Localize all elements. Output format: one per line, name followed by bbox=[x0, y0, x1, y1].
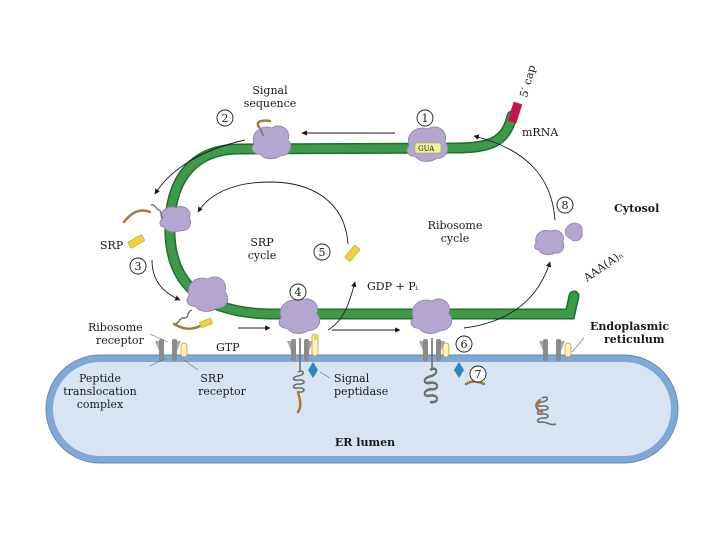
label-gtp: GTP bbox=[216, 341, 240, 354]
srp-receptor-right bbox=[442, 342, 450, 358]
label-mrna: mRNA bbox=[522, 126, 559, 139]
svg-text:3: 3 bbox=[135, 260, 142, 273]
ribosome-translocating bbox=[278, 298, 321, 357]
label-endoplasmic: Endoplasmic bbox=[590, 320, 669, 333]
step-4: 4 bbox=[289, 283, 307, 301]
label-srp-receptor-1: SRP bbox=[200, 372, 224, 385]
label-cytosol: Cytosol bbox=[614, 202, 659, 215]
step-8: 8 bbox=[556, 196, 574, 214]
svg-text:6: 6 bbox=[461, 338, 468, 351]
diagram-labels: Signal sequence 5′ cap mRNA Cytosol Ribo… bbox=[63, 64, 669, 449]
label-ribosome-cycle-1: Ribosome bbox=[428, 219, 483, 232]
label-gdp-pi: GDP + Pᵢ bbox=[367, 280, 419, 293]
srp-receptor-far-right bbox=[564, 342, 572, 358]
label-srp-receptor-2: receptor bbox=[198, 385, 247, 398]
svg-text:4: 4 bbox=[295, 286, 302, 299]
ribosome-signal-sequence bbox=[251, 119, 292, 160]
step-2: 2 bbox=[216, 109, 234, 127]
step-7: 7 bbox=[469, 365, 487, 383]
label-srp: SRP bbox=[100, 239, 124, 252]
endoplasmic-reticulum bbox=[45, 354, 679, 464]
er-lumen-area bbox=[53, 362, 671, 456]
label-poly-a: AAA(A)ₙ bbox=[580, 248, 625, 285]
label-peptide: Peptide bbox=[79, 372, 121, 385]
label-ribosome-receptor-1: Ribosome bbox=[88, 321, 143, 334]
label-signal-peptidase-1: Signal bbox=[334, 372, 370, 385]
label-complex: complex bbox=[77, 398, 124, 411]
process-arrows bbox=[151, 130, 556, 333]
ribosome-elongating bbox=[410, 298, 453, 334]
step-1: 1 bbox=[416, 109, 434, 127]
label-srp-cycle-2: cycle bbox=[248, 249, 277, 262]
label-srp-cycle-1: SRP bbox=[250, 236, 274, 249]
label-5-cap: 5′ cap bbox=[517, 64, 538, 99]
label-ribosome-cycle-2: cycle bbox=[441, 232, 470, 245]
label-signal: Signal bbox=[252, 84, 288, 97]
signal-peptidase-left bbox=[308, 362, 318, 378]
label-ribosome-receptor-2: receptor bbox=[96, 334, 145, 347]
nascent-polypeptide-step6 bbox=[423, 338, 439, 404]
released-protein bbox=[535, 396, 557, 426]
srp-receptor-left bbox=[180, 342, 188, 358]
svg-text:2: 2 bbox=[222, 112, 229, 125]
srp-particle bbox=[127, 234, 145, 249]
step-5: 5 bbox=[313, 243, 331, 261]
nascent-polypeptide-step4 bbox=[292, 338, 305, 414]
label-signal-peptidase-2: peptidase bbox=[334, 385, 388, 398]
svg-text:8: 8 bbox=[562, 199, 569, 212]
step-markers: 1 2 3 4 5 6 7 8 bbox=[129, 109, 574, 383]
svg-text:5: 5 bbox=[319, 246, 326, 259]
svg-text:7: 7 bbox=[475, 368, 482, 381]
svg-text:1: 1 bbox=[422, 112, 429, 125]
five-prime-cap bbox=[507, 101, 523, 124]
label-leader-lines bbox=[149, 333, 585, 379]
ribosome-srp-bound bbox=[122, 204, 191, 249]
step-6: 6 bbox=[455, 335, 473, 353]
label-translocation: translocation bbox=[63, 385, 136, 398]
label-er-lumen: ER lumen bbox=[335, 436, 395, 449]
srp-free bbox=[344, 245, 361, 262]
label-reticulum: reticulum bbox=[604, 333, 665, 346]
ribosome-subunits-released bbox=[534, 222, 583, 256]
ribosome-docking bbox=[172, 276, 229, 330]
label-sequence: sequence bbox=[244, 97, 297, 110]
codon-label: GUA bbox=[418, 145, 435, 153]
step-3: 3 bbox=[129, 257, 147, 275]
signal-peptidase-right bbox=[454, 362, 464, 378]
ribosome-initiating: GUA bbox=[406, 126, 449, 162]
